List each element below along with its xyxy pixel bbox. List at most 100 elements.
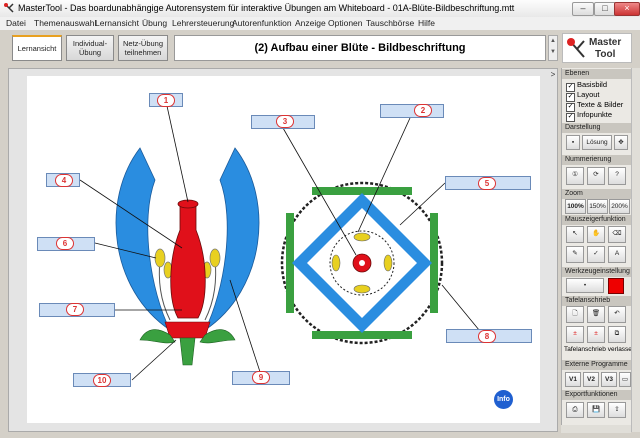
- zoom-100-button[interactable]: 100%: [565, 199, 586, 214]
- copy-icon[interactable]: ⧉: [608, 326, 626, 343]
- headline-scroll[interactable]: ▲▼: [548, 35, 558, 61]
- zoom-200-button[interactable]: 200%: [609, 199, 630, 214]
- logo-text-master: Master: [589, 37, 622, 48]
- layer-texte-bilder[interactable]: ✓Texte & Bilder: [566, 100, 623, 112]
- section-werkzeug: Werkzeugeinstellung: [562, 267, 638, 277]
- minimize-button[interactable]: –: [572, 2, 594, 16]
- undo-icon[interactable]: ↶: [608, 306, 626, 323]
- menu-autorenfunktion[interactable]: Autorenfunktion: [232, 18, 292, 28]
- lernansicht-button[interactable]: Lernansicht: [12, 35, 62, 61]
- anther-left: [154, 248, 166, 268]
- move-icon[interactable]: ✥: [614, 135, 628, 150]
- page-remove-icon[interactable]: ±: [587, 326, 605, 343]
- numbering-order-icon[interactable]: ①: [566, 167, 584, 185]
- checkbox-icon[interactable]: ✓: [566, 103, 575, 112]
- number-badge-7: 7: [66, 303, 84, 316]
- eraser-icon[interactable]: ⌫: [608, 226, 626, 243]
- menu-bar: Datei Themenauswahl Lernansicht Übung Le…: [0, 17, 640, 30]
- panel-toggle-icon[interactable]: >: [550, 70, 556, 79]
- menu-datei[interactable]: Datei: [6, 18, 26, 28]
- exercise-headline: (2) Aufbau einer Blüte - Bildbeschriftun…: [174, 35, 546, 61]
- leader-3: [282, 127, 357, 256]
- checkbox-icon[interactable]: ✓: [566, 93, 575, 102]
- petal-left: [115, 147, 172, 332]
- monitor-icon[interactable]: ▭: [619, 372, 631, 387]
- print-icon[interactable]: ⎙: [566, 402, 584, 418]
- menu-lehrersteuerung[interactable]: Lehrersteuerung: [172, 18, 235, 28]
- ovary-cavity: [359, 260, 365, 266]
- info-button[interactable]: Info: [494, 390, 513, 409]
- leader-lines: [79, 105, 485, 381]
- layer-infopunkte[interactable]: ✓Infopunkte: [566, 110, 612, 122]
- layer-label: Layout: [577, 90, 600, 99]
- help-icon[interactable]: ?: [608, 167, 626, 185]
- menu-anzeige[interactable]: Anzeige: [295, 18, 326, 28]
- checkbox-icon[interactable]: ✓: [566, 113, 575, 122]
- check-icon[interactable]: ✓: [587, 246, 605, 263]
- export-icon[interactable]: ⇪: [608, 402, 626, 418]
- save-icon[interactable]: 💾: [587, 402, 605, 418]
- menu-hilfe[interactable]: Hilfe: [418, 18, 436, 28]
- anther-top: [353, 232, 371, 242]
- extern-v1-button[interactable]: V1: [565, 372, 581, 387]
- number-badge-5: 5: [478, 177, 496, 190]
- menu-optionen[interactable]: Optionen: [328, 18, 363, 28]
- pistil: [170, 200, 206, 319]
- color-swatch-red[interactable]: [608, 278, 624, 294]
- number-badge-3: 3: [276, 115, 294, 128]
- anther-left-d: [331, 254, 341, 272]
- exercise-canvas: [27, 76, 540, 423]
- flower-stem: [179, 337, 196, 366]
- menu-tauschboerse[interactable]: Tauschbörse: [366, 18, 415, 28]
- section-export: Exportfunktionen: [562, 390, 638, 400]
- new-page-icon[interactable]: 🗋: [566, 306, 584, 323]
- pen-icon[interactable]: ✎: [566, 246, 584, 263]
- sepal-bottom: [312, 331, 412, 339]
- tafel-verlassen-text[interactable]: Tafelanschrieb verlasse: [564, 346, 632, 353]
- menu-themenauswahl[interactable]: Themenauswahl: [34, 18, 97, 28]
- number-badge-6: 6: [56, 237, 74, 250]
- extern-v3-button[interactable]: V3: [601, 372, 617, 387]
- line-width-icon[interactable]: •: [566, 278, 604, 293]
- petal-right: [203, 147, 260, 332]
- numbering-shuffle-icon[interactable]: ⟳: [587, 167, 605, 185]
- zoom-150-button[interactable]: 150%: [587, 199, 608, 214]
- mastertool-logo: Master Tool: [562, 33, 632, 63]
- answer-field-2[interactable]: [380, 104, 444, 118]
- window-title: MasterTool - Das boardunabhängige Autore…: [18, 3, 515, 13]
- checkbox-icon[interactable]: ✓: [566, 83, 575, 92]
- outer-ring: [280, 181, 444, 345]
- individual-uebung-button[interactable]: Individual- Übung: [66, 35, 114, 61]
- leader-5: [399, 182, 446, 226]
- loesung-button[interactable]: Lösung: [582, 135, 612, 150]
- layer-basisbild[interactable]: ✓Basisbild: [566, 80, 607, 92]
- number-badge-4: 4: [55, 174, 73, 187]
- leader-2: [357, 117, 411, 233]
- sepal-right: [199, 329, 236, 344]
- extern-v2-button[interactable]: V2: [583, 372, 599, 387]
- mastertool-logo-icon: [567, 38, 585, 58]
- section-mauszeiger: Mauszeigerfunktion: [562, 215, 638, 225]
- title-bar: MasterTool - Das boardunabhängige Autore…: [0, 0, 640, 18]
- panel-hscrollbar[interactable]: [561, 425, 631, 433]
- trash-icon[interactable]: 🗑: [587, 306, 605, 323]
- anther-right: [209, 248, 221, 268]
- inner-ring: [329, 230, 395, 296]
- menu-uebung[interactable]: Übung: [142, 18, 168, 28]
- layer-layout[interactable]: ✓Layout: [566, 90, 600, 102]
- panel-scrollbar[interactable]: [631, 68, 640, 432]
- section-zoom: Zoom: [562, 189, 638, 199]
- sepal-right-d: [430, 213, 438, 313]
- maximize-button[interactable]: □: [594, 2, 616, 16]
- section-externe: Externe Programme: [562, 360, 638, 370]
- netz-uebung-button[interactable]: Netz-Übung teilnehmen: [118, 35, 168, 61]
- page-add-icon[interactable]: ±: [566, 326, 584, 343]
- darstellung-mode-icon[interactable]: ▪: [566, 135, 580, 150]
- pointer-icon[interactable]: ↖: [566, 226, 584, 243]
- menu-lernansicht[interactable]: Lernansicht: [95, 18, 139, 28]
- hand-icon[interactable]: ✋: [587, 226, 605, 243]
- section-darstellung: Darstellung: [562, 123, 638, 133]
- text-tool-icon[interactable]: A: [608, 246, 626, 263]
- anther-right-d: [383, 254, 393, 272]
